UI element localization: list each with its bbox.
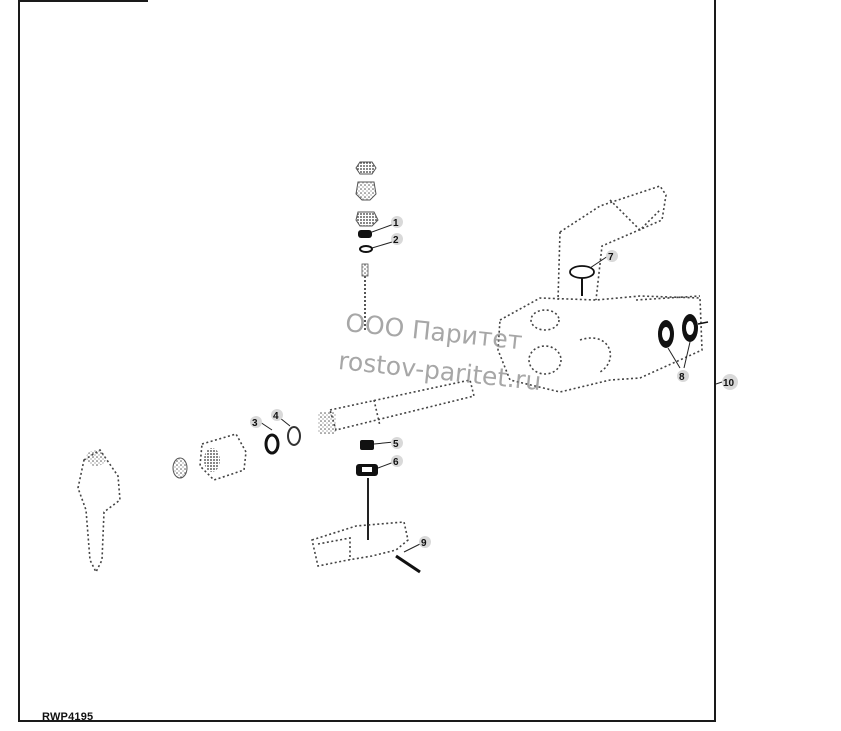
callout-7-label: 7 xyxy=(608,252,614,263)
callout-2-label: 2 xyxy=(393,235,399,246)
callout-1-label: 1 xyxy=(393,218,399,229)
shaft xyxy=(328,379,475,431)
callout-8-label: 8 xyxy=(679,372,685,383)
callout-1: 1 xyxy=(391,216,403,229)
callout-9-label: 9 xyxy=(421,538,427,549)
shaft-end-texture xyxy=(318,412,336,434)
lever-plate-left xyxy=(77,448,121,574)
lower-stack xyxy=(356,440,378,540)
callout-3-label: 3 xyxy=(252,418,258,429)
callout-4-label: 4 xyxy=(273,411,279,422)
callout-5-label: 5 xyxy=(393,439,399,450)
valve-housing xyxy=(497,295,703,393)
callout-7: 7 xyxy=(606,250,618,263)
callout-3: 3 xyxy=(250,416,262,429)
figure-code: RWP4195 xyxy=(42,711,94,723)
callout-8: 8 xyxy=(677,370,689,383)
callout-5: 5 xyxy=(391,437,403,450)
linkage-arm xyxy=(557,185,667,301)
callout-6-label: 6 xyxy=(393,457,399,468)
callout-10-label: 10 xyxy=(723,378,735,389)
cotter-pin xyxy=(395,554,421,574)
callout-6: 6 xyxy=(391,455,403,468)
drawing-frame xyxy=(18,0,716,722)
callout-9: 9 xyxy=(419,536,431,549)
callout-4: 4 xyxy=(271,409,283,422)
plate-pivot-texture xyxy=(86,450,106,466)
callout-10: 10 xyxy=(722,374,738,390)
knob-7 xyxy=(569,265,595,296)
vertical-stack xyxy=(355,161,379,330)
callout-2: 2 xyxy=(391,233,403,246)
fitting-nut xyxy=(172,433,247,481)
lever-handle xyxy=(311,521,409,567)
rings-3-4 xyxy=(264,426,301,455)
leader-lines xyxy=(259,223,723,553)
seals-8 xyxy=(658,314,709,348)
frame-top-edge xyxy=(18,0,148,2)
